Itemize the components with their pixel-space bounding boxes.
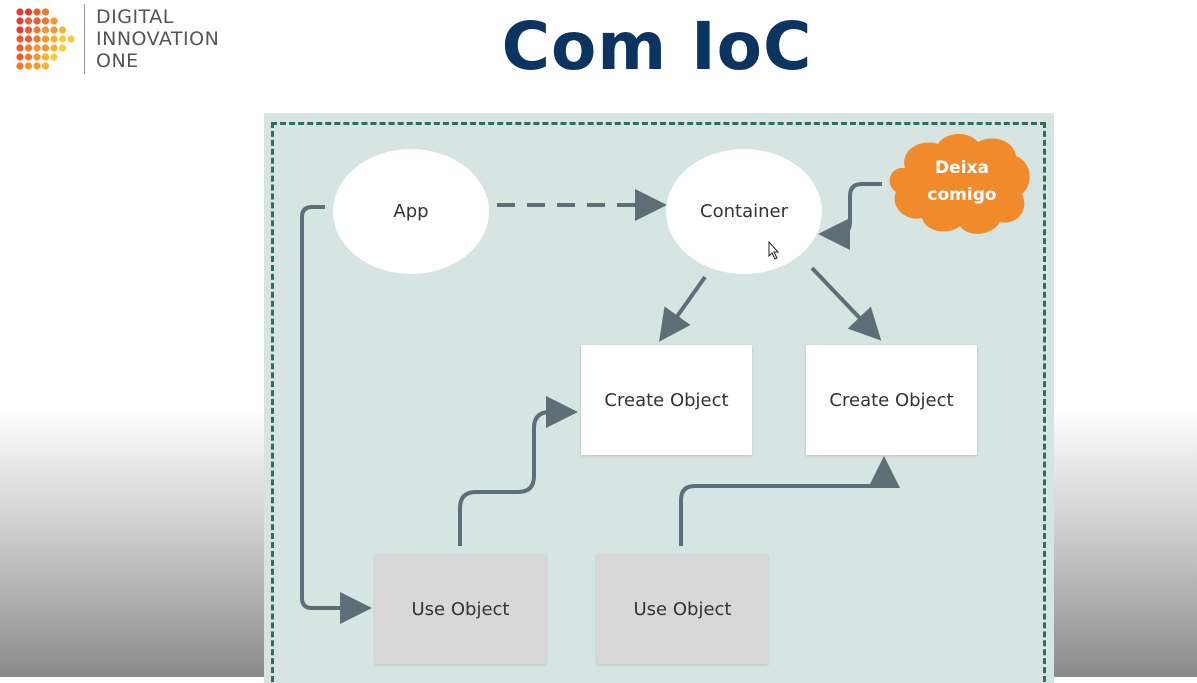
logo-mark-icon [16,8,75,70]
logo-dot [33,62,41,70]
logo: DIGITAL INNOVATION ONE [14,4,254,78]
callout-cloud-shape [889,133,1030,234]
logo-dot [24,35,33,43]
logo-divider [84,4,85,74]
logo-dot [41,44,50,52]
logo-dot [24,17,33,25]
mouse-cursor-icon [768,240,780,260]
diagram-dashed-border [271,122,1046,682]
arrow-callout-to-container [818,182,882,250]
logo-dot [33,35,41,43]
use-object-box-1: Use Object [375,554,546,664]
logo-text: DIGITAL INNOVATION ONE [96,6,219,72]
logo-dot [50,35,58,43]
arrow-container-to-create-2 [810,266,882,341]
arrow-use-2-to-create-2 [679,456,900,546]
logo-dot [33,44,41,52]
logo-line-3: ONE [96,50,139,72]
logo-dot [24,8,33,16]
logo-dot [41,53,50,61]
logo-dot [33,53,41,61]
logo-dot [58,35,67,43]
logo-dot [16,8,24,16]
create-object-box-2: Create Object [806,345,977,455]
logo-dot [33,26,41,34]
logo-dot [50,26,58,34]
logo-dot [16,53,24,61]
logo-dot [67,35,75,43]
logo-line-1: DIGITAL [96,6,174,28]
logo-dot [41,17,50,25]
callout-text: Deixa comigo [898,155,1026,209]
arrow-app-to-use-object-1 [300,205,372,624]
logo-dot [41,62,50,70]
logo-dot [41,35,50,43]
callout-line-2: comigo [927,185,997,205]
app-node: App [333,149,489,274]
logo-dot [41,26,50,34]
use-object-box-2: Use Object [597,554,768,664]
logo-dot [33,17,41,25]
logo-dot [16,17,24,25]
logo-dot [16,62,24,70]
callout-line-1: Deixa [935,158,989,178]
logo-dot [58,26,67,34]
logo-dot [16,44,24,52]
logo-dot [50,53,58,61]
logo-dot [16,26,24,34]
logo-dot [41,8,50,16]
arrow-container-to-create-1 [659,275,707,342]
logo-dot [50,44,58,52]
logo-dot [33,8,41,16]
arrow-use-1-to-create-1 [458,396,578,546]
logo-dot [24,62,33,70]
logo-dot [24,26,33,34]
logo-dot [24,44,33,52]
logo-dot [50,17,58,25]
container-node: Container [666,149,822,274]
create-object-box-1: Create Object [581,345,752,455]
page-title: Com IoC [501,8,813,85]
logo-dot [58,44,67,52]
logo-dot [16,35,24,43]
logo-line-2: INNOVATION [96,28,220,50]
logo-dot [24,53,33,61]
